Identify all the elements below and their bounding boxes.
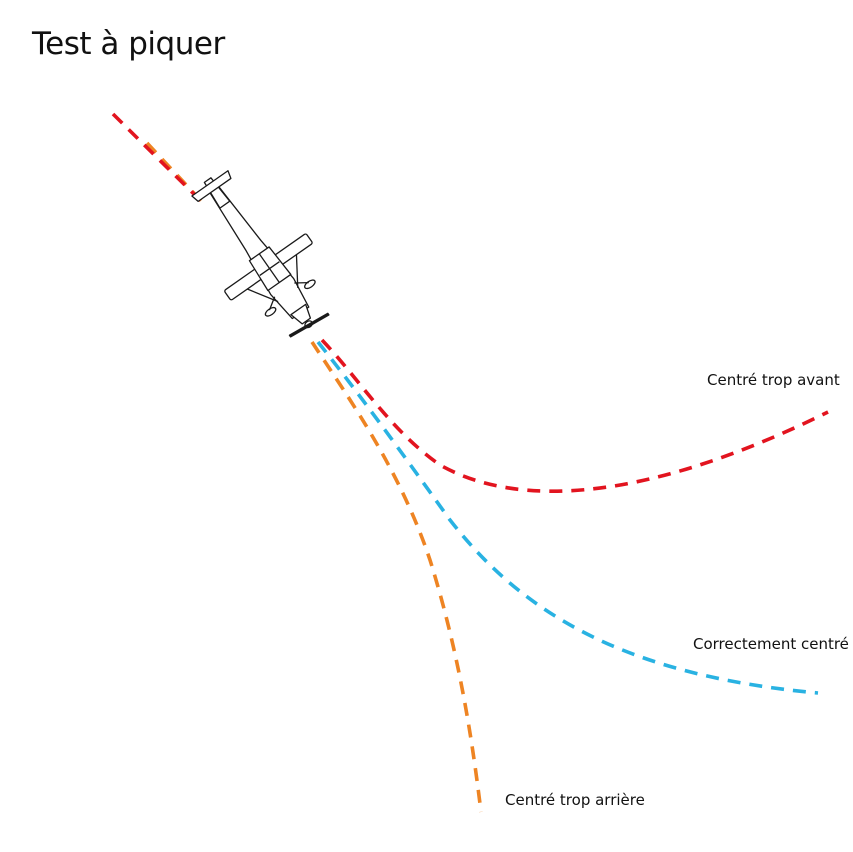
trajectory-front xyxy=(320,338,829,494)
trajectory-correct xyxy=(316,340,819,695)
label-correctly-centred: Correctement centré xyxy=(693,635,849,653)
trajectory-rear xyxy=(310,341,483,813)
aircraft-icon xyxy=(191,170,330,338)
page-title: Test à piquer xyxy=(32,26,225,62)
label-front-centred: Centré trop avant xyxy=(707,371,840,389)
trajectory-front-entry xyxy=(111,112,207,207)
label-rear-centred: Centré trop arrière xyxy=(505,791,645,809)
